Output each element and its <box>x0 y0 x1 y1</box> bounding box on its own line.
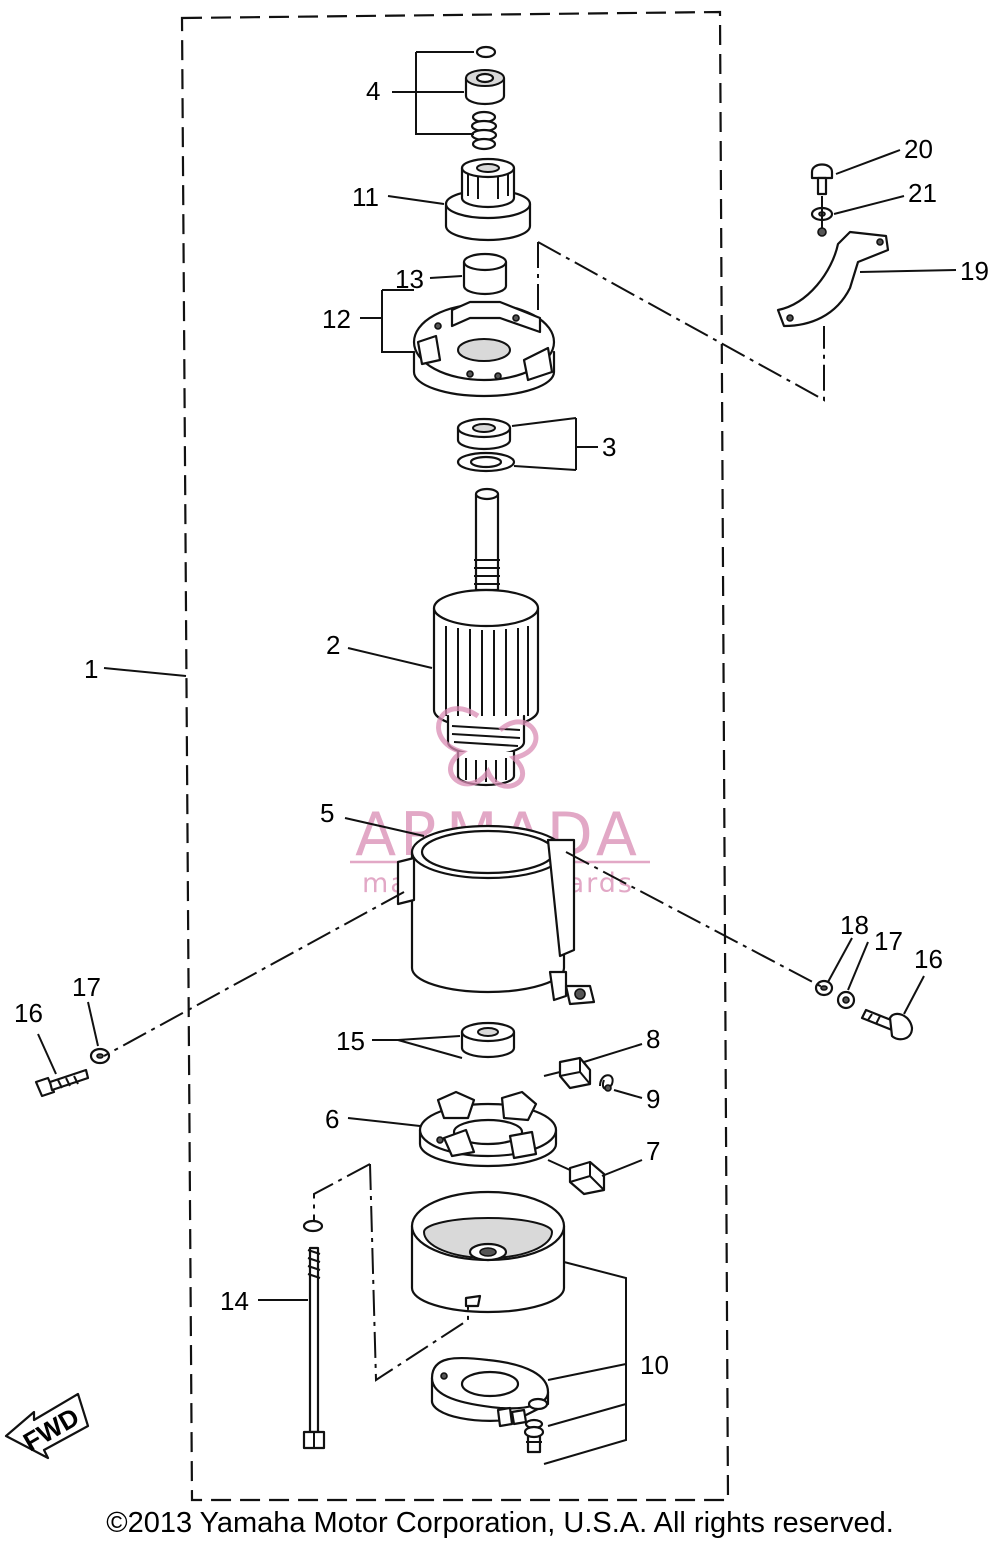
part-7-brush <box>568 1160 606 1196</box>
callout-16-right: 16 <box>914 944 943 974</box>
part-18-washer-right <box>814 979 834 997</box>
callout-15: 15 <box>336 1026 365 1056</box>
callout-7: 7 <box>646 1136 660 1166</box>
callout-17-right: 17 <box>874 926 903 956</box>
part-11-drive-pinion <box>444 157 532 242</box>
part-6-brush-holder <box>418 1090 558 1168</box>
callout-5: 5 <box>320 798 334 828</box>
callout-11: 11 <box>352 182 379 212</box>
callout-17-left: 17 <box>72 972 101 1002</box>
part-14-through-bolt <box>302 1219 326 1450</box>
part-15-grommet <box>460 1021 516 1059</box>
part-17-washer-left <box>89 1047 111 1065</box>
callout-9: 9 <box>646 1084 660 1114</box>
leader-lines <box>37 51 957 1465</box>
part-12-front-bracket <box>412 300 556 398</box>
part-19-bracket <box>776 227 890 328</box>
part-20-screw <box>810 163 834 196</box>
callout-8: 8 <box>646 1024 660 1054</box>
callout-20: 20 <box>904 134 933 164</box>
callout-2: 2 <box>326 630 340 660</box>
assembly-boundary <box>180 10 730 1502</box>
part-5-yoke <box>396 824 596 1006</box>
part-8-brush <box>558 1056 592 1090</box>
callout-labels: 4 11 13 12 3 2 1 5 15 6 8 9 7 14 10 16 1… <box>14 76 989 1380</box>
part-17-washer-right <box>836 990 856 1010</box>
fwd-arrow: FWD <box>4 1392 90 1460</box>
part-3-washer-set <box>456 417 516 473</box>
part-16-bolt-left <box>34 1068 90 1098</box>
part-10-rear-bracket <box>410 1190 566 1454</box>
callout-19: 19 <box>960 256 989 286</box>
copyright-notice: ©2013 Yamaha Motor Corporation, U.S.A. A… <box>106 1507 894 1539</box>
callout-6: 6 <box>325 1104 339 1134</box>
callout-4: 4 <box>366 76 380 106</box>
callout-1: 1 <box>84 654 98 684</box>
part-16-bolt-right <box>860 1008 914 1041</box>
part-2-armature <box>432 487 540 787</box>
callout-18: 18 <box>840 910 869 940</box>
callout-14: 14 <box>220 1286 249 1316</box>
callout-3: 3 <box>602 432 616 462</box>
part-4-pinion-stopper-set <box>464 45 506 151</box>
callout-12: 12 <box>322 304 351 334</box>
part-9-spring <box>599 1074 614 1092</box>
assembly-chain-lines <box>103 241 825 1382</box>
callout-21: 21 <box>908 178 937 208</box>
callout-10: 10 <box>640 1350 669 1380</box>
part-13-bushing <box>462 252 508 296</box>
callout-16-left: 16 <box>14 998 43 1028</box>
callout-13: 13 <box>395 264 424 294</box>
